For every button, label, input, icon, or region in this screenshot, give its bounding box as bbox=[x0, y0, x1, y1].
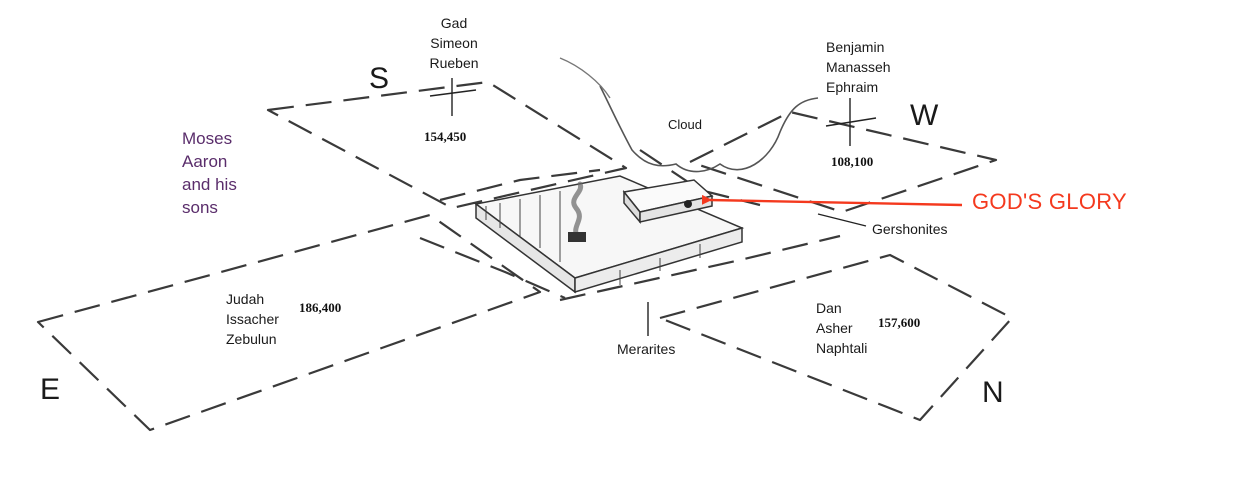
west-camp-outline bbox=[688, 110, 998, 214]
south-camp-outline bbox=[266, 80, 628, 210]
ark-icon bbox=[684, 200, 692, 208]
center-cross-road-2 bbox=[559, 234, 841, 302]
gods-glory-label: GOD'S GLORY bbox=[972, 189, 1128, 214]
west-tick-horizontal bbox=[825, 117, 877, 127]
east-camp-outline bbox=[36, 213, 542, 432]
tribe-name: Issacher bbox=[226, 311, 279, 327]
cloud-outline-left bbox=[559, 57, 611, 99]
priests-label: Moses Aaron and his sons bbox=[182, 127, 237, 219]
south-camp-count: 154,450 bbox=[424, 129, 467, 144]
tribe-name: Ephraim bbox=[826, 79, 879, 95]
priests-line: sons bbox=[182, 198, 218, 217]
west-camp-tribes: Benjamin Manasseh Ephraim bbox=[826, 37, 891, 97]
compass-east: E bbox=[40, 373, 61, 406]
priests-line: Aaron bbox=[182, 152, 228, 171]
merarites-label: Merarites bbox=[617, 341, 676, 357]
altar-icon bbox=[568, 232, 586, 242]
tribe-name: Rueben bbox=[429, 55, 479, 71]
altar-smoke-icon bbox=[571, 181, 584, 241]
tribe-name: Zebulun bbox=[226, 331, 277, 347]
center-cross-road-3 bbox=[639, 149, 761, 207]
compass-west: W bbox=[910, 99, 939, 132]
east-camp-count: 186,400 bbox=[299, 300, 342, 315]
tribe-name: Benjamin bbox=[826, 39, 885, 55]
west-camp-count: 108,100 bbox=[831, 154, 874, 169]
north-camp-outline bbox=[658, 253, 1014, 422]
priests-line: Moses bbox=[182, 129, 233, 148]
south-tick-horizontal bbox=[429, 89, 477, 97]
priests-line: and his bbox=[182, 175, 237, 194]
center-cross-road-4 bbox=[439, 168, 601, 202]
cloud-outline bbox=[599, 85, 819, 173]
gershonites-leader bbox=[817, 213, 867, 227]
tribe-name: Simeon bbox=[430, 35, 478, 51]
cloud-label: Cloud bbox=[668, 117, 702, 132]
tribe-name: Gad bbox=[440, 15, 468, 31]
north-camp-tribes: Dan Asher Naphtali bbox=[816, 298, 867, 358]
tribe-name: Dan bbox=[816, 300, 842, 316]
gershonites-label: Gershonites bbox=[872, 221, 948, 237]
south-camp-tribes: Gad Simeon Rueben bbox=[418, 13, 490, 73]
east-camp-tribes: Judah Issacher Zebulun bbox=[226, 289, 279, 349]
north-camp-count: 157,600 bbox=[878, 315, 921, 330]
tribe-name: Asher bbox=[816, 320, 853, 336]
tribe-name: Manasseh bbox=[826, 59, 891, 75]
center-cross-road-1 bbox=[419, 236, 566, 300]
glory-arrow bbox=[701, 194, 963, 207]
tribe-name: Naphtali bbox=[816, 340, 868, 356]
compass-south: S bbox=[369, 62, 390, 95]
compass-north: N bbox=[982, 376, 1004, 409]
tribe-name: Judah bbox=[226, 291, 265, 307]
